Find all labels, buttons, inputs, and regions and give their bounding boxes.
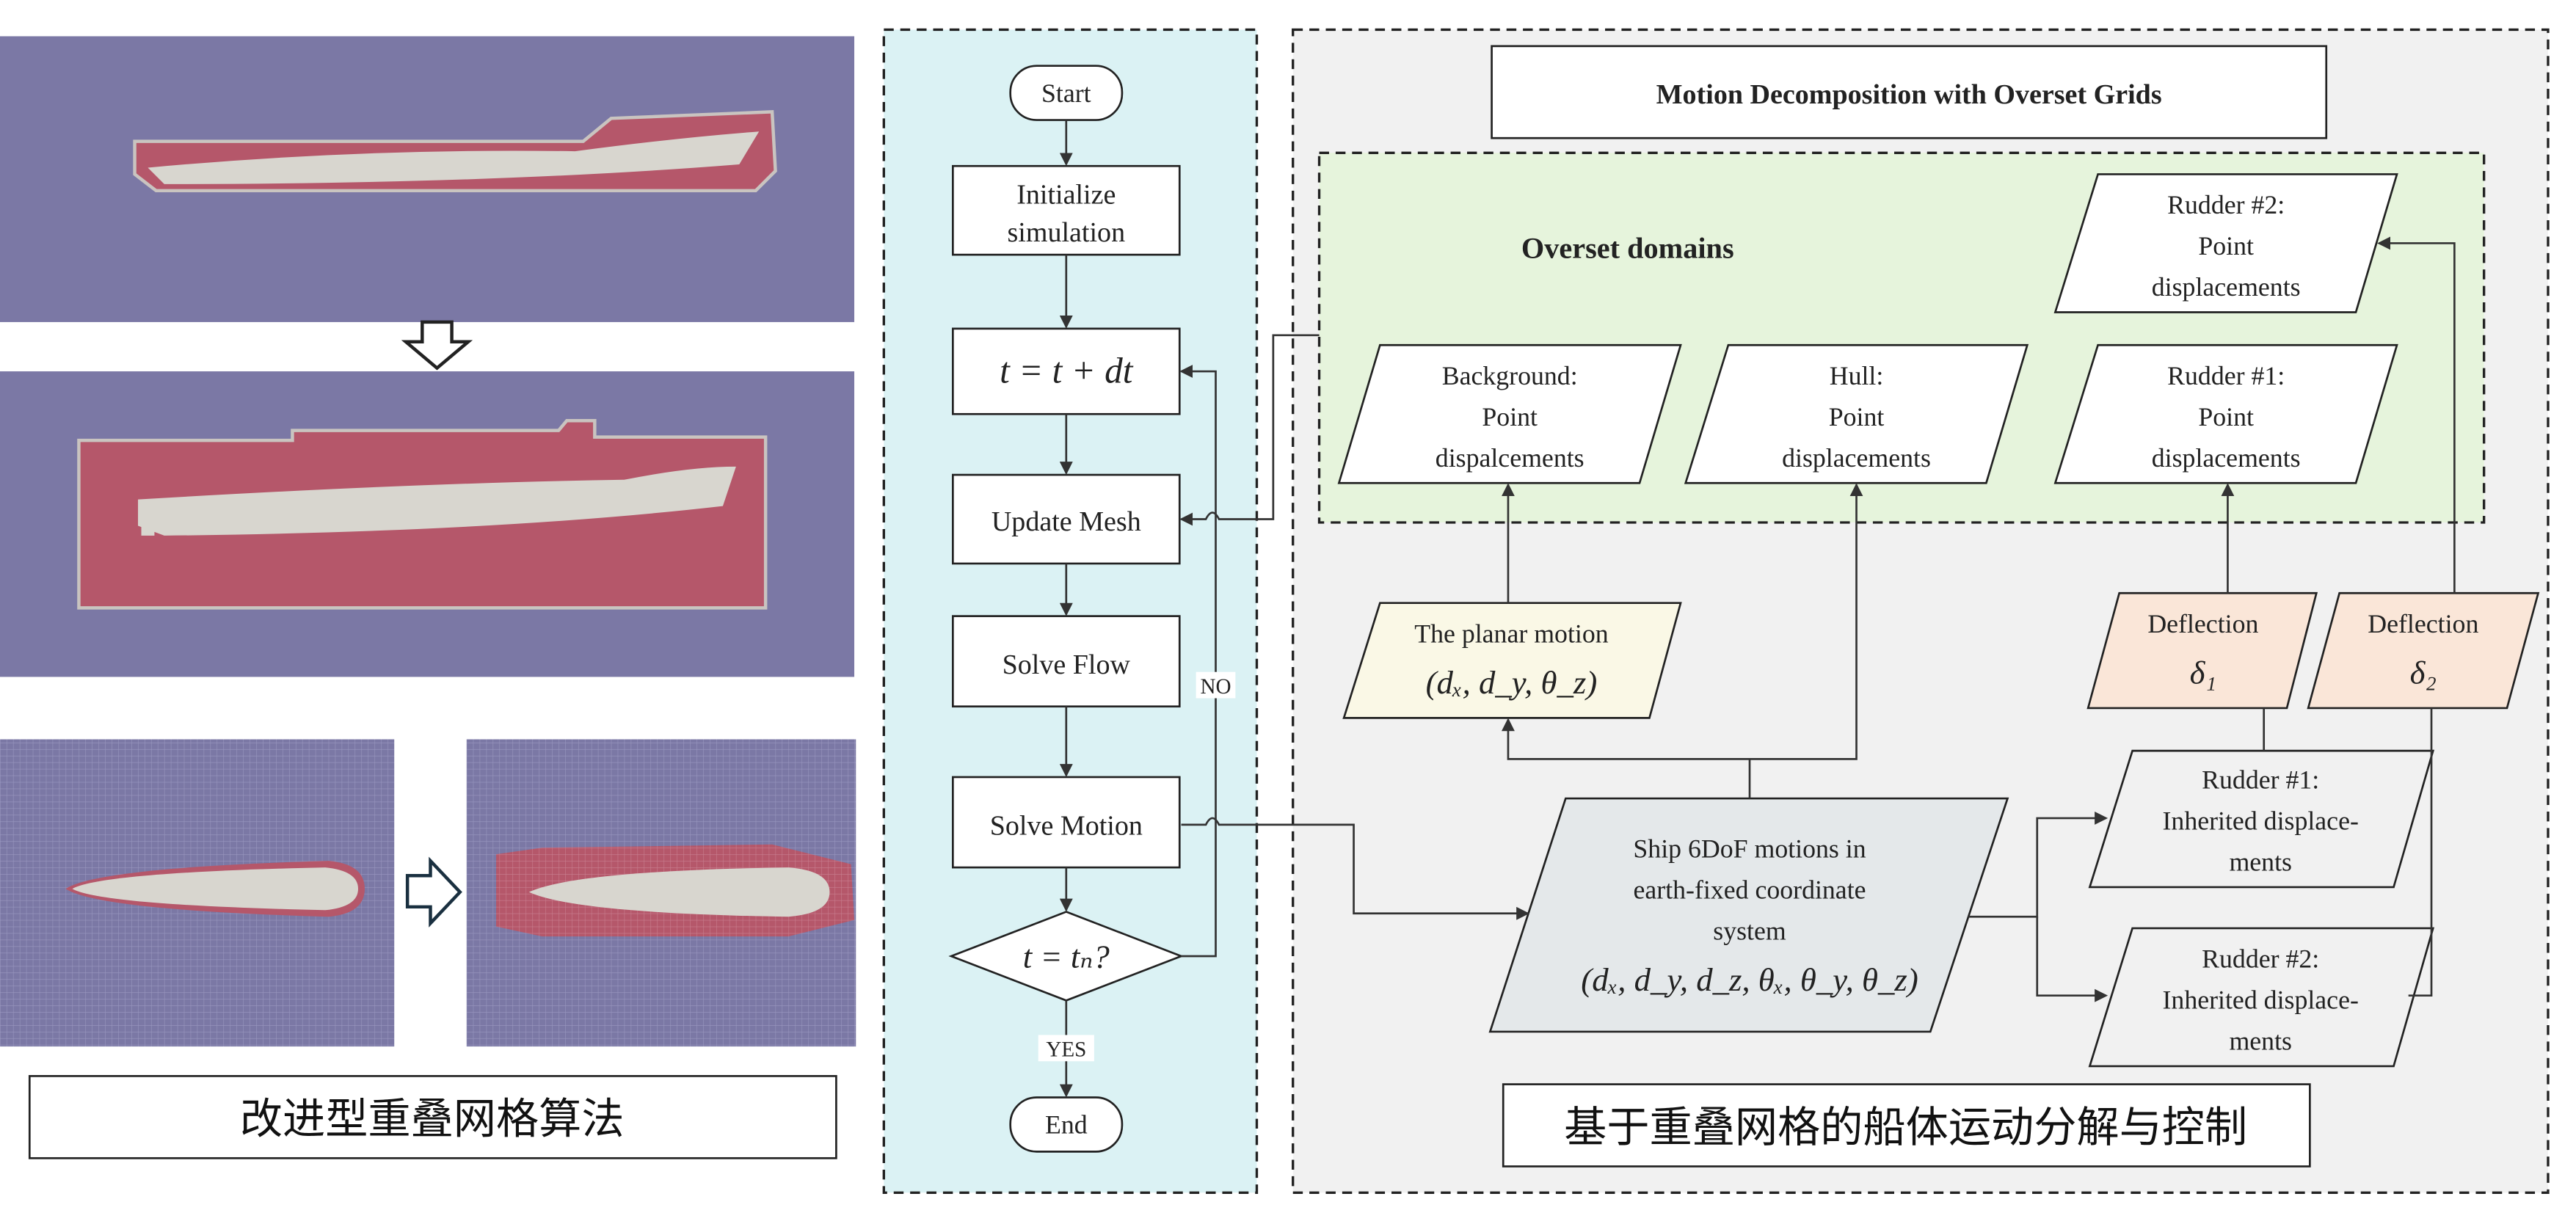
foil-mesh-after <box>466 739 856 1047</box>
left-caption: 改进型重叠网格算法 <box>240 1094 625 1144</box>
ship-6dof-motions: Ship 6DoF motions in earth-fixed coordin… <box>1488 797 2009 1033</box>
init-node-line1: Initialize <box>1016 180 1116 211</box>
svg-text:displacements: displacements <box>1782 443 1931 473</box>
svg-text:dispalcements: dispalcements <box>1436 443 1584 473</box>
decomposition-panel: Motion Decomposition with Overset Grids … <box>1179 28 2550 1194</box>
svg-text:system: system <box>1713 917 1786 946</box>
convergence-node: t = tₙ? <box>1023 939 1110 975</box>
decomposition-title: Motion Decomposition with Overset Grids <box>1656 79 2162 110</box>
hull-displacements: Hull: Point displacements <box>1684 343 2029 484</box>
yes-label: YES <box>1046 1038 1086 1062</box>
left-panel: 改进型重叠网格算法 <box>0 36 856 1159</box>
planar-motion: The planar motion (dₓ, d_y, θ_z) <box>1342 602 1682 719</box>
svg-text:Point: Point <box>2198 402 2254 431</box>
ship-mesh-after <box>0 371 855 677</box>
svg-text:Inherited displace-: Inherited displace- <box>2163 806 2359 836</box>
background-displacements: Background: Point dispalcements <box>1337 343 1682 484</box>
solve-flow-node: Solve Flow <box>1003 649 1131 680</box>
foil-mesh-before <box>0 739 395 1047</box>
init-node-line2: simulation <box>1007 217 1125 248</box>
start-node: Start <box>1041 79 1091 108</box>
svg-text:Hull:: Hull: <box>1830 361 1884 390</box>
svg-text:Ship 6DoF motions in: Ship 6DoF motions in <box>1633 834 1866 864</box>
svg-text:(dₓ, d_y, θ_z): (dₓ, d_y, θ_z) <box>1426 664 1598 701</box>
svg-text:ments: ments <box>2229 848 2292 877</box>
svg-text:Point: Point <box>2198 231 2254 261</box>
right-arrow-icon <box>405 856 462 928</box>
down-arrow-icon <box>401 320 473 371</box>
svg-text:Deflection: Deflection <box>2368 609 2478 638</box>
flowchart-panel: Start Initialize simulation t = t + dt U… <box>882 28 1259 1194</box>
ship-mesh-before <box>0 36 855 322</box>
rudder1-displacements: Rudder #1: Point displacements <box>2053 343 2398 484</box>
rudder1-inherited: Rudder #1: Inherited displace- ments <box>2088 749 2435 889</box>
no-label: NO <box>1200 675 1231 699</box>
svg-text:displacements: displacements <box>2152 272 2301 302</box>
svg-text:Background:: Background: <box>1442 361 1578 390</box>
time-step-node: t = t + dt <box>1000 351 1134 391</box>
end-node: End <box>1045 1110 1088 1140</box>
rudder2-inherited: Rudder #2: Inherited displace- ments <box>2088 927 2435 1068</box>
right-caption: 基于重叠网格的船体运动分解与控制 <box>1564 1102 2247 1152</box>
overset-domains-label: Overset domains <box>1521 232 1734 265</box>
svg-text:Rudder #2:: Rudder #2: <box>2167 190 2285 219</box>
deflection-1: Deflection δ₁ <box>2086 591 2318 710</box>
svg-text:earth-fixed coordinate: earth-fixed coordinate <box>1634 875 1866 905</box>
svg-text:Inherited displace-: Inherited displace- <box>2163 986 2359 1015</box>
deflection-2: Deflection δ₂ <box>2307 591 2540 710</box>
svg-text:displacements: displacements <box>2152 443 2301 473</box>
svg-text:δ₂: δ₂ <box>2410 654 2437 691</box>
update-mesh-node: Update Mesh <box>992 506 1141 537</box>
svg-text:Rudder #1:: Rudder #1: <box>2202 765 2319 795</box>
svg-text:Rudder #2:: Rudder #2: <box>2202 944 2319 974</box>
svg-text:(dₓ, d_y, d_z, θₓ, θ_y, θ_z): (dₓ, d_y, d_z, θₓ, θ_y, θ_z) <box>1581 961 1918 998</box>
svg-text:Rudder #1:: Rudder #1: <box>2167 361 2285 390</box>
svg-text:Point: Point <box>1829 402 1885 431</box>
svg-text:δ₁: δ₁ <box>2190 654 2216 691</box>
svg-text:ments: ments <box>2229 1027 2292 1056</box>
svg-text:Point: Point <box>1482 402 1538 431</box>
svg-text:Deflection: Deflection <box>2147 609 2258 638</box>
rudder2-displacements: Rudder #2: Point displacements <box>2053 173 2398 313</box>
solve-motion-node: Solve Motion <box>990 810 1143 841</box>
svg-text:The planar motion: The planar motion <box>1414 619 1609 648</box>
